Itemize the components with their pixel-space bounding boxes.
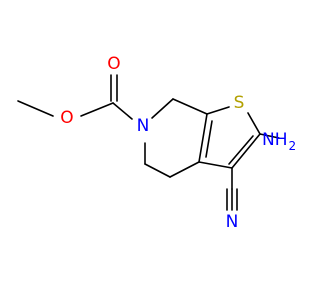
bond-s-c2	[247, 112, 261, 135]
bond-ester-o-carbonyl-c	[80, 102, 114, 117]
bond-c2-amino	[259, 133, 280, 139]
bond-c3-c3a	[198, 161, 233, 169]
amino-symbol: NH	[262, 130, 288, 150]
bond-group	[17, 74, 280, 211]
bond-methyl-ester-o	[17, 100, 54, 117]
ester-oxygen-label: O	[60, 108, 73, 128]
ring-nitrogen-label: N	[137, 116, 150, 136]
amino-subscript: 2	[289, 139, 297, 153]
amino-group-label: NH2	[262, 130, 296, 153]
bond-ch2-top-c7a	[172, 98, 208, 115]
bond-ch2-bottom-ch2	[144, 163, 171, 178]
bond-c3a-c7a-inner	[205, 120, 213, 158]
bond-carbonyl-c-ring-n	[112, 102, 133, 120]
molecule-structure-diagram: O O N S NH2 N	[17, 54, 297, 232]
bond-c3a-c7a	[198, 113, 208, 163]
bond-c7a-s	[206, 106, 230, 115]
bond-c2-c3-inner	[228, 135, 254, 165]
bond-ring-n-ch2-top	[151, 98, 174, 119]
bond-c2-c3	[231, 133, 261, 169]
bond-ch2-c3a	[169, 161, 200, 178]
molecule-svg: O O N S NH2 N	[17, 54, 296, 232]
carbonyl-oxygen-label: O	[107, 54, 120, 74]
atom-label-group: O O N S NH2 N	[60, 54, 296, 232]
sulfur-label: S	[234, 93, 245, 113]
nitrile-nitrogen-label: N	[226, 212, 239, 232]
